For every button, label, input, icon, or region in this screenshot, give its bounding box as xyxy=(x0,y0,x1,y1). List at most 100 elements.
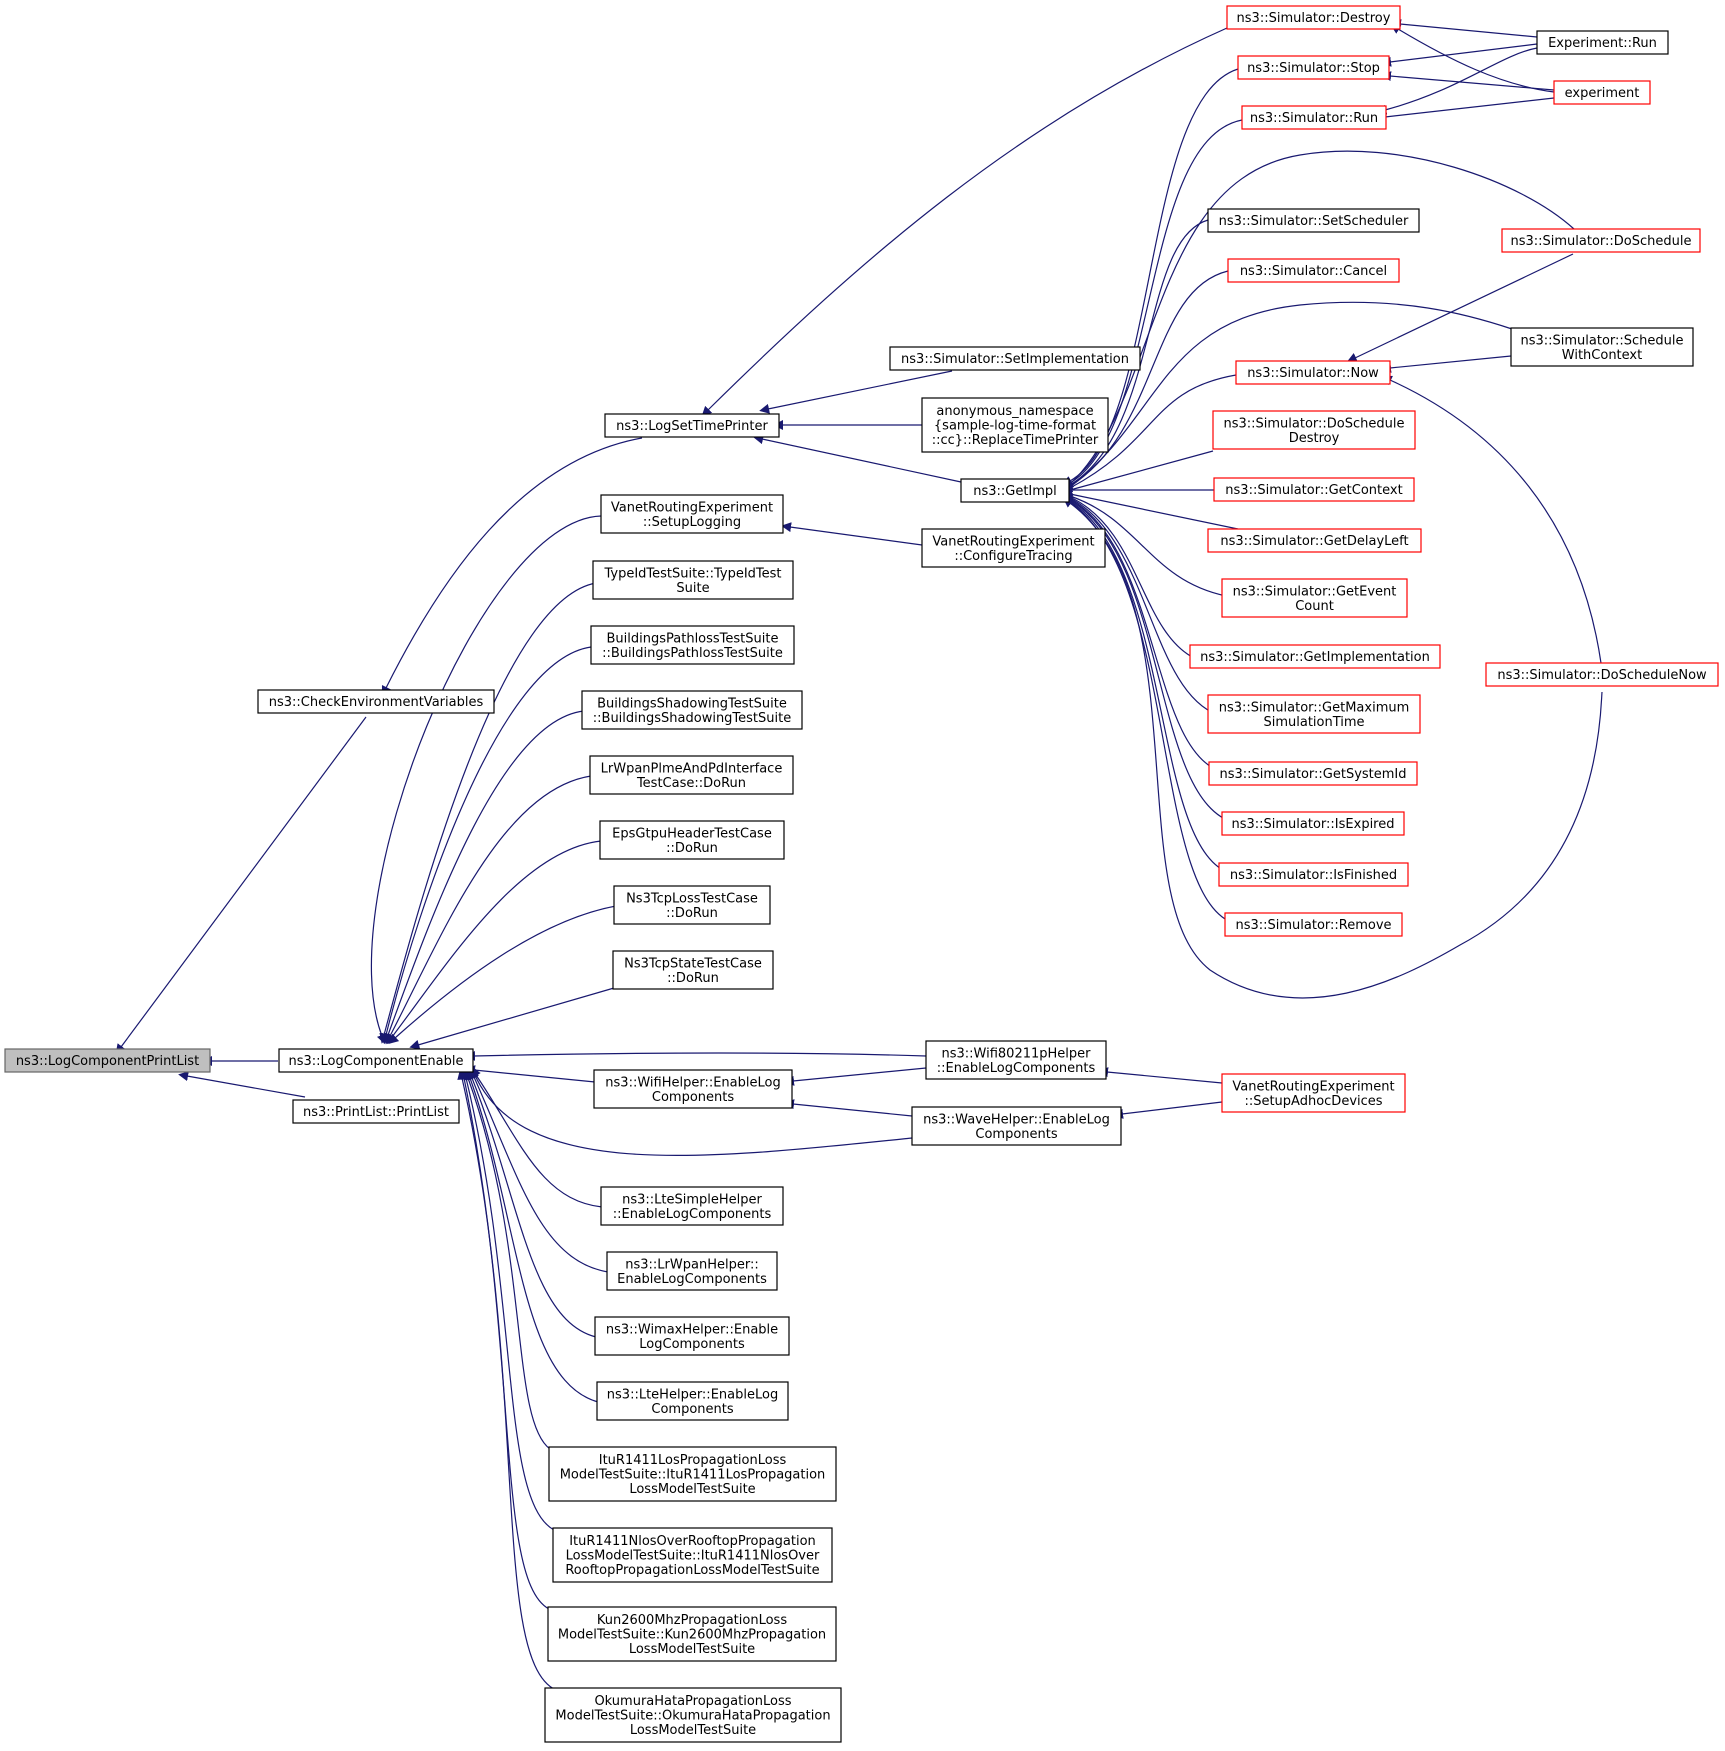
edge-getsys-to-getimpl xyxy=(1062,494,1223,773)
node-okumura-hata-test-suite[interactable]: OkumuraHataPropagationLossModelTestSuite… xyxy=(544,1687,842,1743)
node-log-component-enable[interactable]: ns3::LogComponentEnable xyxy=(278,1048,474,1073)
node-kun2600-test-suite[interactable]: Kun2600MhzPropagationLossModelTestSuite:… xyxy=(547,1606,837,1662)
node-experiment[interactable]: experiment xyxy=(1553,80,1651,105)
edge-okumura-to-lce xyxy=(457,1069,557,1691)
node-label-line: ModelTestSuite::Kun2600MhzPropagation xyxy=(558,1628,826,1643)
node-label-line: LossModelTestSuite xyxy=(630,1723,756,1738)
node-vanet-setup-adhoc-devices[interactable]: VanetRoutingExperiment::SetupAdhocDevice… xyxy=(1221,1073,1406,1113)
node-lte-simple-helper[interactable]: ns3::LteSimpleHelper::EnableLogComponent… xyxy=(600,1186,784,1226)
edge-configtracing-to-vresetup xyxy=(781,522,923,546)
edge-vresetup-to-lce xyxy=(370,515,602,1045)
edge-lrwpanplme-to-lce xyxy=(385,775,592,1044)
node-label-line: ItuR1411LosPropagationLoss xyxy=(599,1453,787,1468)
node-buildings-pathloss-test-suite[interactable]: BuildingsPathlossTestSuite::BuildingsPat… xyxy=(590,625,795,665)
node-label-line: Components xyxy=(652,1090,734,1105)
node-label-line: TestCase::DoRun xyxy=(636,776,746,791)
edge-remove-to-getimpl xyxy=(1062,496,1237,925)
node-buildings-shadowing-test-suite[interactable]: BuildingsShadowingTestSuite::BuildingsSh… xyxy=(581,690,803,730)
node-label-line: LossModelTestSuite xyxy=(629,1482,755,1497)
node-label-line: ns3::Simulator::DoSchedule xyxy=(1223,416,1404,431)
node-lrwpan-helper[interactable]: ns3::LrWpanHelper::EnableLogComponents xyxy=(606,1251,778,1291)
node-simulator-stop[interactable]: ns3::Simulator::Stop xyxy=(1237,55,1390,80)
node-label-line: ::SetupLogging xyxy=(643,515,741,530)
node-label-line: Components xyxy=(975,1127,1057,1142)
node-log-component-print-list[interactable]: ns3::LogComponentPrintList xyxy=(4,1048,211,1073)
edge-experiment-to-run xyxy=(1376,97,1555,122)
node-replace-time-printer[interactable]: anonymous_namespace{sample-log-time-form… xyxy=(921,397,1109,453)
edge-isfinished-to-getimpl xyxy=(1062,496,1233,875)
node-simulator-cancel[interactable]: ns3::Simulator::Cancel xyxy=(1227,258,1400,283)
node-itur1411-nlos-test-suite[interactable]: ItuR1411NlosOverRooftopPropagationLossMo… xyxy=(552,1527,833,1583)
node-itur1411-los-test-suite[interactable]: ItuR1411LosPropagationLossModelTestSuite… xyxy=(548,1446,837,1502)
node-label-line: ns3::Simulator::Remove xyxy=(1235,918,1391,933)
node-label-line: ::EnableLogComponents xyxy=(937,1061,1096,1076)
node-label-line: ::BuildingsPathlossTestSuite xyxy=(602,646,783,661)
node-lte-helper[interactable]: ns3::LteHelper::EnableLogComponents xyxy=(596,1381,789,1421)
edge-itunlos-to-lce xyxy=(461,1069,555,1531)
node-simulator-get-implementation[interactable]: ns3::Simulator::GetImplementation xyxy=(1189,644,1441,669)
node-simulator-run[interactable]: ns3::Simulator::Run xyxy=(1241,105,1387,130)
edge-bsh-to-lce xyxy=(383,710,585,1044)
node-label-line: ns3::WaveHelper::EnableLog xyxy=(923,1112,1110,1127)
node-simulator-get-system-id[interactable]: ns3::Simulator::GetSystemId xyxy=(1208,761,1418,786)
node-typeid-test-suite[interactable]: TypeIdTestSuite::TypeIdTestSuite xyxy=(592,560,794,600)
node-simulator-is-finished[interactable]: ns3::Simulator::IsFinished xyxy=(1218,862,1409,887)
node-simulator-destroy[interactable]: ns3::Simulator::Destroy xyxy=(1226,5,1401,30)
node-label-line: Ns3TcpStateTestCase xyxy=(624,956,762,971)
node-simulator-get-context[interactable]: ns3::Simulator::GetContext xyxy=(1213,477,1415,502)
node-get-impl[interactable]: ns3::GetImpl xyxy=(960,478,1070,503)
edge-schedctx-to-now xyxy=(1381,355,1512,373)
edge-now-to-getimpl xyxy=(1062,374,1237,493)
node-simulator-get-delay-left[interactable]: ns3::Simulator::GetDelayLeft xyxy=(1207,528,1422,553)
node-simulator-doschedule[interactable]: ns3::Simulator::DoSchedule xyxy=(1501,228,1701,253)
node-wimax-helper[interactable]: ns3::WimaxHelper::EnableLogComponents xyxy=(594,1316,790,1356)
node-vanet-setup-logging[interactable]: VanetRoutingExperiment::SetupLogging xyxy=(600,494,784,534)
edge-wifi80211p-to-wifihelper xyxy=(784,1067,927,1086)
node-label-line: EpsGtpuHeaderTestCase xyxy=(612,826,772,841)
node-label-line: Destroy xyxy=(1289,431,1340,446)
node-wifi-helper-enable-log[interactable]: ns3::WifiHelper::EnableLogComponents xyxy=(593,1069,793,1109)
node-wave-helper[interactable]: ns3::WaveHelper::EnableLogComponents xyxy=(911,1106,1122,1146)
node-simulator-remove[interactable]: ns3::Simulator::Remove xyxy=(1224,912,1403,937)
node-label-line: VanetRoutingExperiment xyxy=(1232,1079,1394,1094)
node-simulator-set-implementation[interactable]: ns3::Simulator::SetImplementation xyxy=(889,346,1141,371)
node-label-line: ns3::Simulator::SetImplementation xyxy=(901,352,1129,367)
node-label-line: ns3::LogComponentPrintList xyxy=(16,1054,199,1069)
node-label-line: anonymous_namespace xyxy=(936,404,1093,419)
node-ns3-tcp-loss-testcase[interactable]: Ns3TcpLossTestCase::DoRun xyxy=(613,885,771,925)
node-wifi80211p-helper[interactable]: ns3::Wifi80211pHelper::EnableLogComponen… xyxy=(925,1040,1107,1080)
edge-setsched-to-getimpl xyxy=(1062,219,1209,490)
node-vanet-configure-tracing[interactable]: VanetRoutingExperiment::ConfigureTracing xyxy=(921,528,1106,568)
node-label-line: ns3::PrintList::PrintList xyxy=(303,1105,449,1120)
node-print-list[interactable]: ns3::PrintList::PrintList xyxy=(292,1099,460,1124)
node-simulator-now[interactable]: ns3::Simulator::Now xyxy=(1235,360,1391,385)
node-log-set-time-printer[interactable]: ns3::LogSetTimePrinter xyxy=(604,413,780,438)
node-label-line: BuildingsShadowingTestSuite xyxy=(597,696,787,711)
node-check-environment-variables[interactable]: ns3::CheckEnvironmentVariables xyxy=(257,689,495,714)
node-label-line: ::ConfigureTracing xyxy=(954,549,1072,564)
node-simulator-doschedule-now[interactable]: ns3::Simulator::DoScheduleNow xyxy=(1485,662,1719,687)
edge-logset-to-checkenv xyxy=(381,437,643,697)
edge-ltehelper-to-lce xyxy=(465,1069,599,1403)
node-label-line: VanetRoutingExperiment xyxy=(611,500,773,515)
node-label-line: WithContext xyxy=(1562,348,1642,363)
node-label-line: ns3::LteHelper::EnableLog xyxy=(607,1387,778,1402)
edge-setupadhoc-to-wifi80211p xyxy=(1098,1067,1223,1084)
edge-wimax-to-lce xyxy=(467,1069,597,1338)
node-epsgtpu-header-testcase[interactable]: EpsGtpuHeaderTestCase::DoRun xyxy=(599,820,785,860)
node-ns3-tcp-state-testcase[interactable]: Ns3TcpStateTestCase::DoRun xyxy=(612,950,774,990)
node-simulator-is-expired[interactable]: ns3::Simulator::IsExpired xyxy=(1221,811,1405,836)
node-label-line: ns3::Simulator::Destroy xyxy=(1237,11,1391,26)
node-label-line: RooftopPropagationLossModelTestSuite xyxy=(565,1563,819,1578)
node-experiment-run[interactable]: Experiment::Run xyxy=(1536,30,1669,55)
node-label-line: ::cc}::ReplaceTimePrinter xyxy=(932,433,1099,448)
node-label-line: ns3::Simulator::Run xyxy=(1250,111,1378,126)
node-simulator-set-scheduler[interactable]: ns3::Simulator::SetScheduler xyxy=(1207,208,1420,233)
edge-tcpstate-to-lce xyxy=(409,987,615,1050)
node-label-line: ns3::CheckEnvironmentVariables xyxy=(269,695,484,710)
